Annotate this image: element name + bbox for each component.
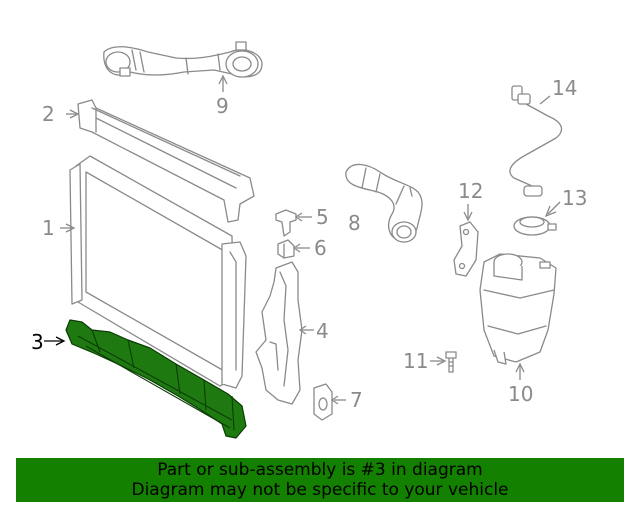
callout-9: 9 <box>216 94 229 118</box>
arrow-7 <box>330 395 339 405</box>
callout-10: 10 <box>508 382 533 406</box>
part-2-seal-strip <box>77 99 255 223</box>
part-11-bolt <box>445 351 457 373</box>
part-9-upper-hose <box>103 41 263 78</box>
banner-line-1: Part or sub-assembly is #3 in diagram <box>157 460 483 480</box>
part-3-lower-deflector <box>65 319 247 439</box>
part-5-clip <box>275 209 297 237</box>
callout-12: 12 <box>458 179 483 203</box>
part-7-mount <box>313 383 333 421</box>
part-12-tank-bracket <box>453 221 479 277</box>
callout-1: 1 <box>42 216 55 240</box>
callout-5: 5 <box>316 205 329 229</box>
arrow-11 <box>436 356 447 366</box>
callout-8: 8 <box>348 211 361 235</box>
banner-line-2: Diagram may not be specific to your vehi… <box>131 480 509 500</box>
part-1-radiator <box>69 155 247 389</box>
arrow-10 <box>515 362 525 373</box>
leader-13 <box>547 201 561 215</box>
part-13-cap <box>513 216 557 236</box>
callout-2: 2 <box>42 102 55 126</box>
part-14-sensor-cable <box>509 85 563 197</box>
callout-13: 13 <box>562 186 587 210</box>
arrow-3 <box>55 336 66 346</box>
arrow-4 <box>298 325 307 335</box>
arrow-6 <box>292 243 301 253</box>
info-banner: Part or sub-assembly is #3 in diagram Di… <box>16 458 624 502</box>
part-4-side-air-guide <box>255 261 303 405</box>
arrow-9 <box>218 74 228 85</box>
arrow-12 <box>463 211 473 222</box>
part-10-expansion-tank <box>479 253 557 365</box>
callout-14: 14 <box>552 76 577 100</box>
arrow-1 <box>65 223 76 233</box>
callout-11: 11 <box>403 349 428 373</box>
part-8-lower-hose <box>345 163 423 243</box>
arrow-5 <box>294 212 303 222</box>
callout-7: 7 <box>350 388 363 412</box>
arrow-13 <box>544 205 557 218</box>
arrow-2 <box>69 109 80 119</box>
leader-14 <box>539 95 551 105</box>
callout-3: 3 <box>31 330 44 354</box>
part-6-bracket <box>277 239 295 259</box>
callout-6: 6 <box>314 236 327 260</box>
callout-4: 4 <box>316 319 329 343</box>
